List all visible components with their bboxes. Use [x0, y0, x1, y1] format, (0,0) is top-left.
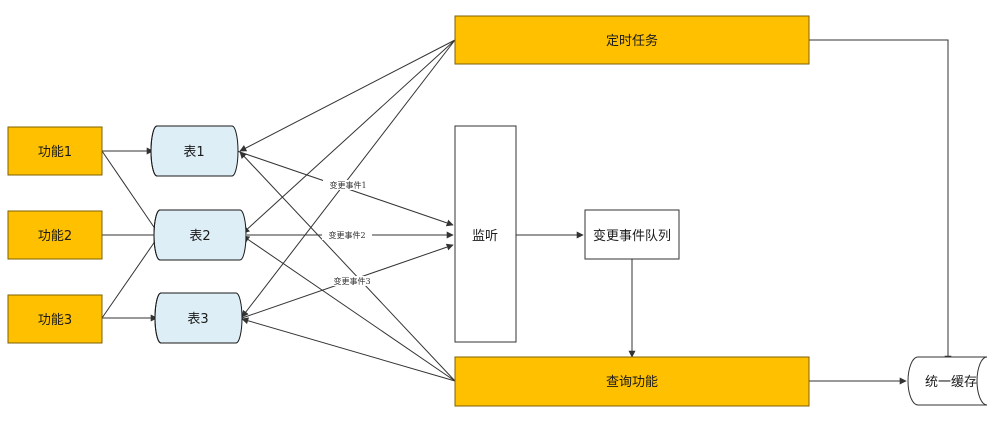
- table-2-label: 表2: [189, 229, 210, 244]
- query-function-box: 查询功能: [454, 356, 810, 407]
- edge-func3-table2: [101, 236, 159, 319]
- listener-label: 监听: [472, 229, 498, 244]
- edge-task-table1: [239, 39, 456, 152]
- edge-query-table1: [239, 151, 456, 382]
- table-3-label: 表3: [187, 312, 208, 327]
- function-1-label: 功能1: [38, 145, 72, 160]
- function-2-label: 功能2: [38, 229, 72, 244]
- table-1-label: 表1: [183, 145, 204, 160]
- edge-task-cache: [809, 39, 952, 363]
- edge-label-bg-3: [327, 276, 377, 286]
- edge-label-change-event-2: 变更事件2: [328, 230, 365, 240]
- edge-task-table3: [241, 39, 456, 318]
- function-2-box: 功能2: [7, 210, 103, 260]
- edge-label-change-event-1: 变更事件1: [329, 180, 366, 190]
- edge-labels: 变更事件1 变更事件2 变更事件3: [322, 180, 377, 286]
- edge-query-table2: [242, 235, 456, 382]
- unified-cache-label: 统一缓存: [925, 375, 977, 390]
- edge-label-bg-1: [323, 180, 373, 190]
- edge-query-table3: [241, 317, 456, 382]
- scheduled-task-label: 定时任务: [606, 33, 658, 49]
- function-3-box: 功能3: [7, 294, 103, 344]
- table-3-cylinder: 表3: [154, 292, 243, 344]
- listener-box: 监听: [454, 125, 517, 343]
- edge-label-change-event-3: 变更事件3: [333, 276, 370, 286]
- edge-task-table2: [242, 39, 456, 234]
- query-function-label: 查询功能: [606, 375, 658, 390]
- event-queue-label: 变更事件队列: [593, 228, 671, 244]
- table-1-cylinder: 表1: [150, 125, 239, 177]
- table-2-cylinder: 表2: [153, 209, 247, 261]
- edge-label-bg-2: [322, 230, 372, 240]
- function-1-box: 功能1: [7, 126, 103, 176]
- function-3-label: 功能3: [38, 313, 72, 328]
- edge-func1-table2: [101, 150, 159, 234]
- scheduled-task-box: 定时任务: [454, 15, 810, 65]
- unified-cache-shape: 统一缓存: [907, 356, 988, 406]
- event-queue-box: 变更事件队列: [584, 209, 680, 260]
